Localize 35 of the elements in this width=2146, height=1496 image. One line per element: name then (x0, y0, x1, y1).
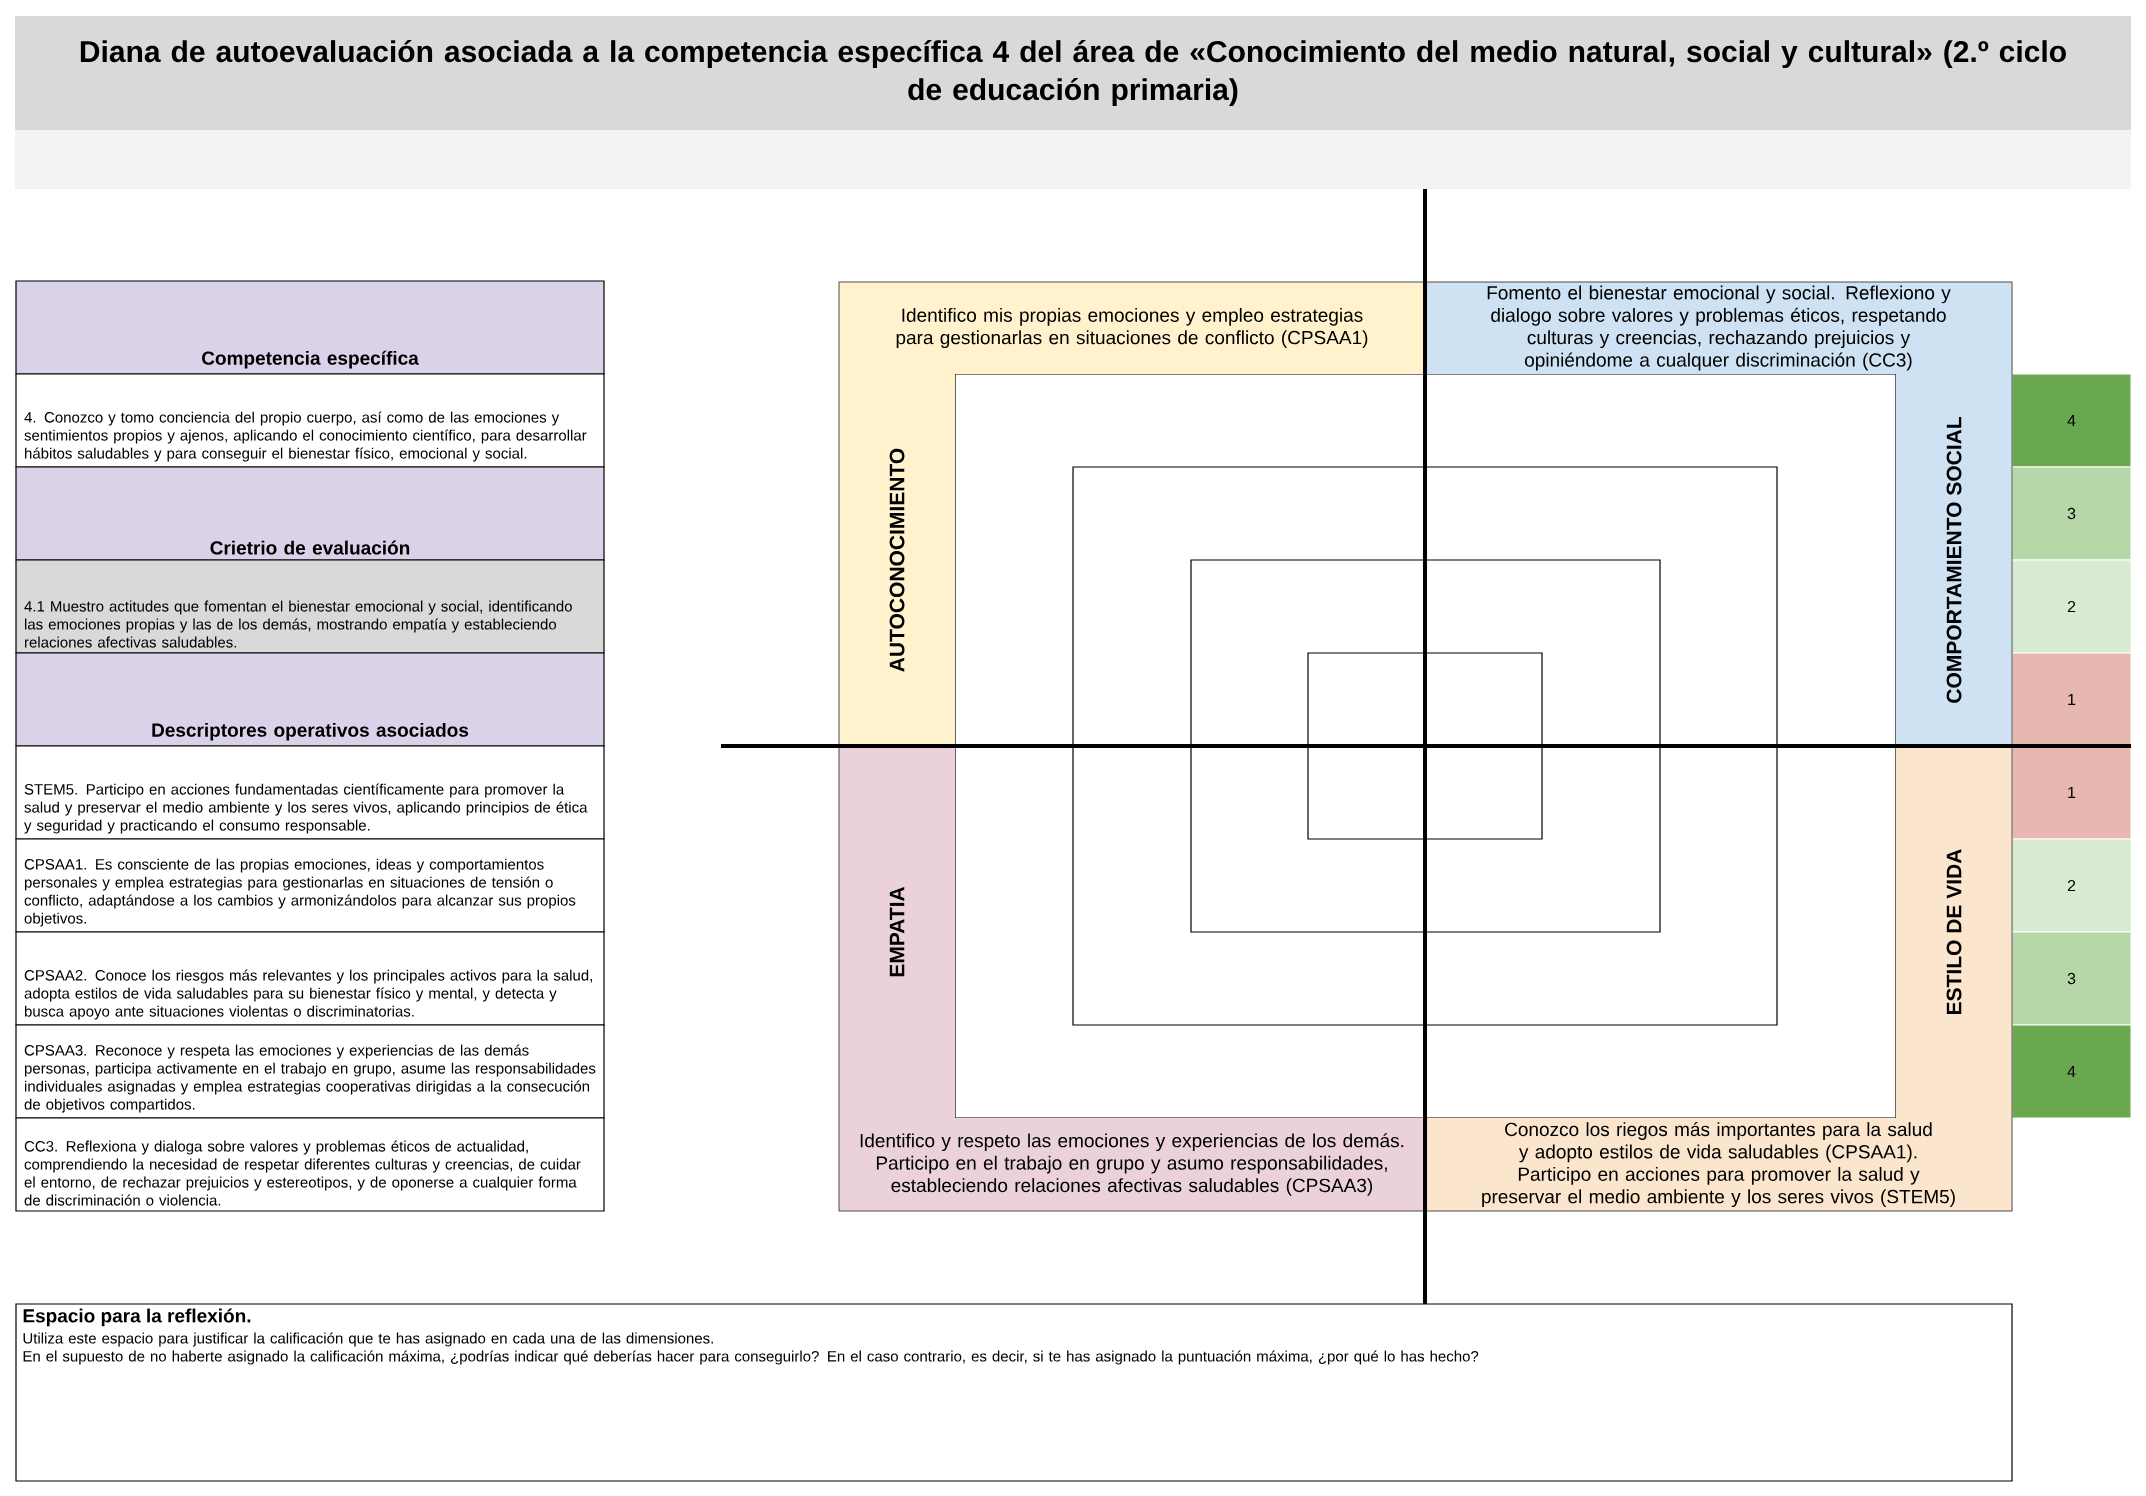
dimension-band: COMPORTAMIENTO SOCIAL (1896, 374, 2012, 746)
table-cell: STEM5. Participo en acciones fundamentadas científicamente para promover la salud y preservar el medio ambiente y los seres vivos, aplicando principios de ética y seguridad y practicando el consumo responsable. (15, 745, 605, 840)
dimension-band: EMPATIA (839, 746, 955, 1118)
score-cell: 1 (2011, 652, 2132, 747)
statement-box: Fomento el bienestar emocional y social. Reflexiono y dialogo sobre valores y problemas éticos, respetando culturas y creencias, rechazando prejuicios y opiniéndome a cualquer discriminación (CC3) (1425, 282, 2012, 374)
table-cell: 4. Conozco y tomo conciencia del propio cuerpo, así como de las emociones y sentimientos propios y ajenos, aplicando el conocimiento científico, para desarrollar hábitos saludables y para conseguir el bienestar físico, emocional y social. (15, 373, 605, 468)
score-cell: 2 (2011, 559, 2132, 654)
dimension-band: ESTILO DE VIDA (1896, 746, 2012, 1118)
node-label: ESTILO DE VIDA (1946, 849, 1962, 1015)
title-banner: Diana de autoevaluación asociada a la competencia específica 4 del área de «Conocimiento del medio natural, social y cultural» (2.º ciclo de educación primaria) (15, 16, 2131, 130)
score-cell: 2 (2011, 838, 2132, 933)
instruction-text: En el supuesto de no haberte asignado la calificación máxima, ¿podrías indicar qué deberías hacer para conseguirlo? En el caso contrario, es decir, si te has asignado la puntuación máxima, ¿por qué lo has hecho? (23, 1350, 1479, 1365)
table-cell: 4.1 Muestro actitudes que fomentan el bienestar emocional y social, identificando las emociones propias y las de los demás, mostrando empatía y estableciendo relaciones afectivas saludables. (15, 559, 605, 654)
dimension-band: AUTOCONOCIMIENTO (839, 374, 955, 746)
table-header: Crietrio de evaluación (15, 466, 605, 561)
node-label: COMPORTAMIENTO SOCIAL (1946, 416, 1962, 703)
reflection-heading: Espacio para la reflexión. (23, 1308, 251, 1327)
score-cell: 4 (2011, 1024, 2132, 1119)
statement-box: Identifico y respeto las emociones y experiencias de los demás. Participo en el trabajo en grupo y asumo responsabilidades, estableciendo relaciones afectivas saludables (CPSAA3) (839, 1118, 1425, 1211)
table-cell: CC3. Reflexiona y dialoga sobre valores y problemas éticos de actualidad, comprendiendo la necesidad de respetar diferentes culturas y creencias, de cuidar el entorno, de rechazar prejuicios y estereotipos, y de oponerse a cualquier forma de discriminación o violencia. (15, 1117, 605, 1212)
table-header: Competencia específica (15, 280, 605, 375)
statement-box: Conozco los riegos más importantes para la salud y adopto estilos de vida saludables (CPSAA1). Participo en acciones para promover la salud y preservar el medio ambiente y los seres vivos (STEM5) (1425, 1118, 2012, 1211)
score-cell: 1 (2011, 745, 2132, 840)
table-cell: CPSAA3. Reconoce y respeta las emociones y experiencias de las demás personas, participa activamente en el trabajo en grupo, asume las responsabilidades individuales asignadas y emplea estrategias cooperativas dirigidas a la consecución de objetivos compartidos. (15, 1024, 605, 1119)
node-label: AUTOCONOCIMIENTO (889, 448, 905, 672)
instruction-text: Utiliza este espacio para justificar la calificación que te has asignado en cada una de las dimensiones. (23, 1332, 713, 1347)
score-cell: 4 (2011, 373, 2132, 468)
score-cell: 3 (2011, 931, 2132, 1026)
table-cell: CPSAA2. Conoce los riesgos más relevantes y los principales activos para la salud, adopta estilos de vida saludables para su bienestar físico y mental, y detecta y busca apoyo ante situaciones violentas o discriminatorias. (15, 931, 605, 1026)
table-header: Descriptores operativos asociados (15, 652, 605, 747)
score-cell: 3 (2011, 466, 2132, 561)
reflection-box (15, 1303, 2013, 1482)
table-cell: CPSAA1. Es consciente de las propias emociones, ideas y comportamientos personales y emplea estrategias para gestionarlas en situaciones de tensión o conflicto, adaptándose a los cambios y armonizándolos para alcanzar sus propios objetivos. (15, 838, 605, 933)
statement-box: Identifico mis propias emociones y empleo estrategias para gestionarlas en situaciones de conflicto (CPSAA1) (839, 282, 1425, 374)
node-label: EMPATIA (889, 886, 905, 977)
